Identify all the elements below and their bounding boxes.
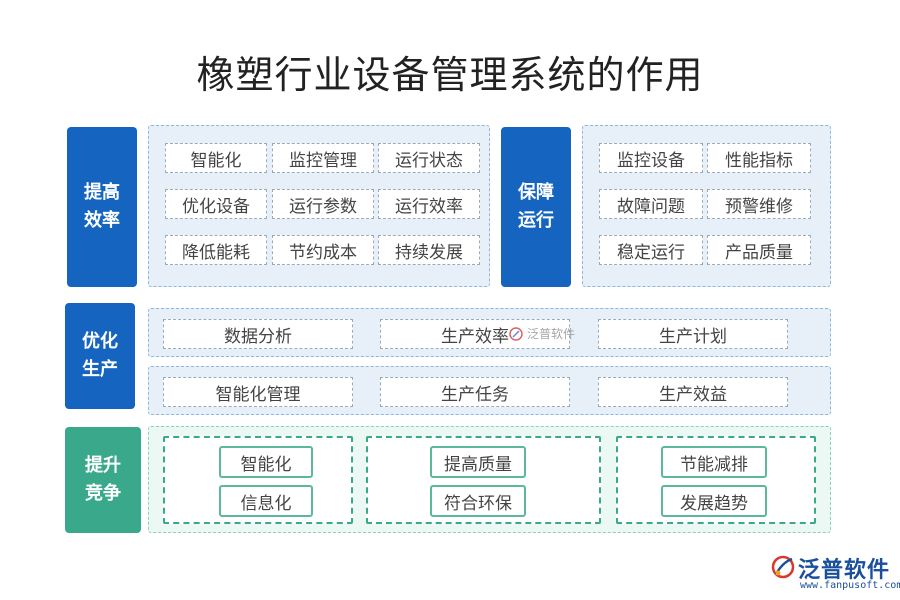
panel-production-row1: 数据分析 生产效率 生产计划 [148,308,831,357]
tab-production: 优化 生产 [65,303,135,409]
chip-efficiency-9: 持续发展 [378,235,480,265]
panel-production-row2: 智能化管理 生产任务 生产效益 [148,366,831,415]
chip-efficiency-5: 运行参数 [272,189,374,219]
chip-production-3: 生产计划 [598,319,788,349]
chip-efficiency-1: 智能化 [165,143,267,173]
chip-competition-6: 发展趋势 [661,485,767,517]
brand-logo: 泛普软件 www.fanpusoft.com [770,548,900,596]
watermark-text: 泛普软件 [527,327,576,341]
competition-group-3: 节能减排 发展趋势 [616,436,816,524]
chip-operation-4: 预警维修 [707,189,811,219]
chip-competition-3: 提高质量 [430,446,526,478]
chip-efficiency-8: 节约成本 [272,235,374,265]
chip-operation-2: 性能指标 [707,143,811,173]
chip-production-2: 生产效率 [380,319,570,349]
panel-competition: 智能化 信息化 提高质量 符合环保 节能减排 发展趋势 [148,426,831,533]
chip-production-5: 生产任务 [380,377,570,407]
chip-competition-1: 智能化 [219,446,313,478]
fanpu-logo-icon [771,555,795,579]
chip-competition-5: 节能减排 [661,446,767,478]
watermark: 泛普软件 [508,325,575,342]
chip-operation-6: 产品质量 [707,235,811,265]
chip-efficiency-4: 优化设备 [165,189,267,219]
chip-production-6: 生产效益 [598,377,788,407]
chip-production-1: 数据分析 [163,319,353,349]
chip-efficiency-3: 运行状态 [378,143,480,173]
logo-name: 泛普软件 [798,558,891,583]
chip-production-4: 智能化管理 [163,377,353,407]
logo-url: www.fanpusoft.com [800,580,900,591]
watermark-logo-icon [509,326,523,341]
competition-group-1: 智能化 信息化 [163,436,353,524]
chip-efficiency-6: 运行效率 [378,189,480,219]
page-title: 橡塑行业设备管理系统的作用 [196,53,704,97]
competition-group-2: 提高质量 符合环保 [366,436,601,524]
chip-competition-2: 信息化 [219,485,313,517]
panel-operation: 监控设备 性能指标 故障问题 预警维修 稳定运行 产品质量 [582,125,831,287]
chip-competition-4: 符合环保 [430,485,526,517]
chip-operation-3: 故障问题 [599,189,703,219]
tab-operation: 保障 运行 [501,127,571,287]
chip-operation-1: 监控设备 [599,143,703,173]
chip-efficiency-7: 降低能耗 [165,235,267,265]
chip-efficiency-2: 监控管理 [272,143,374,173]
chip-operation-5: 稳定运行 [599,235,703,265]
tab-efficiency: 提高 效率 [67,127,137,287]
panel-efficiency: 智能化 监控管理 运行状态 优化设备 运行参数 运行效率 降低能耗 节约成本 持… [148,125,490,287]
tab-competition: 提升 竞争 [65,427,141,533]
